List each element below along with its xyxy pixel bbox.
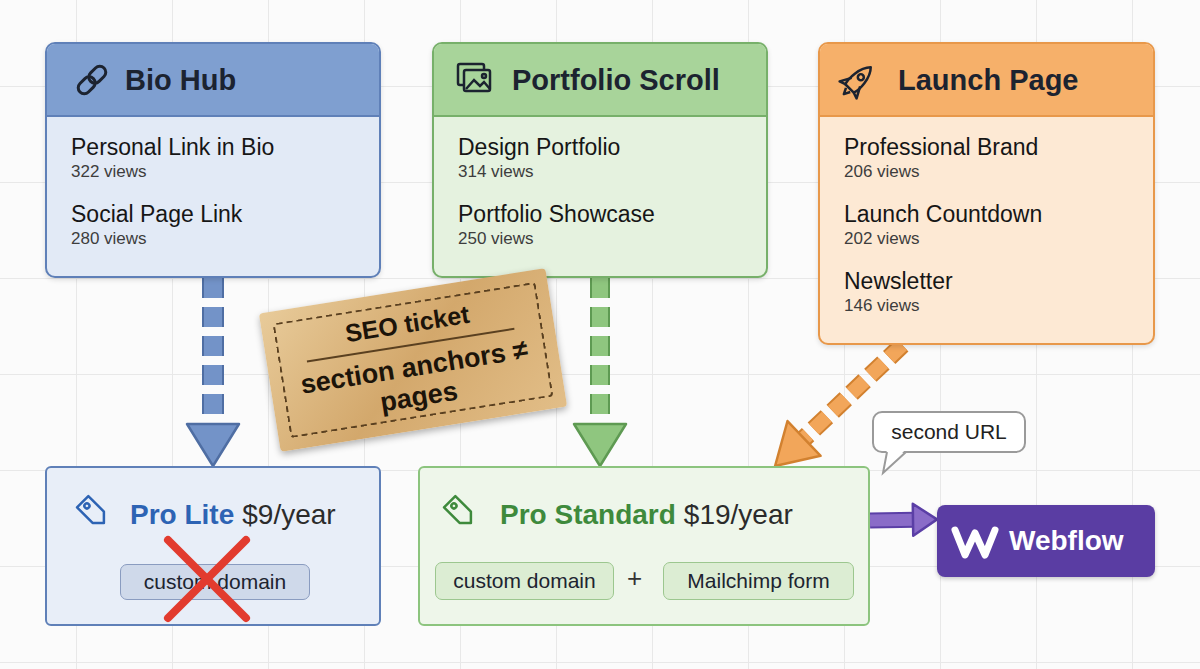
card-body: Personal Link in Bio322 viewsSocial Page… xyxy=(47,117,379,250)
arrow-shaft-outline xyxy=(590,278,610,428)
arrow-head xyxy=(187,424,239,466)
plan-heading: Pro Standard $19/year xyxy=(500,498,793,532)
plan-heading: Pro Lite $9/year xyxy=(130,498,336,532)
page-name: Personal Link in Bio xyxy=(71,133,355,161)
seo-ticket: SEO ticketsection anchors ≠ pages xyxy=(259,268,567,452)
plan-price: $9/year xyxy=(242,499,335,530)
arrow-shaft xyxy=(204,278,222,428)
arrow-shaft-outline xyxy=(870,512,915,529)
pill-text: second URL xyxy=(891,420,1007,444)
flow-arrow xyxy=(187,278,239,466)
card-title: Bio Hub xyxy=(47,44,379,117)
box-text: Webflow xyxy=(1009,525,1124,556)
view-count: 206 views xyxy=(844,161,1129,183)
card-body: Design Portfolio314 viewsPortfolio Showc… xyxy=(434,117,766,250)
page-name: Professional Brand xyxy=(844,133,1129,161)
feature-pill: custom domain xyxy=(120,564,310,600)
view-count: 250 views xyxy=(458,228,742,250)
ticket-note: section anchors ≠ pages xyxy=(293,333,539,430)
plan-price: $19/year xyxy=(684,499,793,530)
plan-box: Pro Standard $19/year custom domain Mailchi… xyxy=(418,466,870,626)
flow-arrow xyxy=(870,504,937,536)
platform-box: Webflow xyxy=(937,505,1155,577)
page-type-card: Portfolio ScrollDesign Portfolio314 view… xyxy=(432,42,768,278)
page-type-card: Bio HubPersonal Link in Bio322 viewsSoci… xyxy=(45,42,381,278)
view-count: 146 views xyxy=(844,295,1129,317)
card-body: Professional Brand206 viewsLaunch Countd… xyxy=(820,117,1153,317)
flow-arrow xyxy=(574,278,626,466)
arrow-shaft-outline xyxy=(202,278,224,428)
pill-text: Mailchimp form xyxy=(687,569,829,593)
page-type-card: Launch PageProfessional Brand206 viewsLa… xyxy=(818,42,1155,345)
page-name: Newsletter xyxy=(844,267,1129,295)
feature-pill: custom domain xyxy=(435,562,614,600)
plus-sign: + xyxy=(627,563,642,594)
feature-pill: Mailchimp form xyxy=(663,562,854,600)
callout-bubble: second URL xyxy=(872,411,1026,453)
page-name: Design Portfolio xyxy=(458,133,742,161)
view-count: 202 views xyxy=(844,228,1129,250)
plan-name: Pro Lite xyxy=(130,499,234,530)
pill-text: custom domain xyxy=(144,570,286,594)
arrow-shaft xyxy=(870,514,915,527)
view-count: 280 views xyxy=(71,228,355,250)
page-name: Social Page Link xyxy=(71,200,355,228)
page-name: Portfolio Showcase xyxy=(458,200,742,228)
plan-box: Pro Lite $9/year custom domain xyxy=(45,466,381,626)
ticket-title: SEO ticket xyxy=(343,299,471,347)
arrow-head xyxy=(574,424,626,466)
arrow-shaft xyxy=(592,278,608,428)
card-title: Launch Page xyxy=(820,44,1153,117)
card-title: Portfolio Scroll xyxy=(434,44,766,117)
view-count: 322 views xyxy=(71,161,355,183)
arrow-head xyxy=(775,421,821,466)
plan-name: Pro Standard xyxy=(500,499,676,530)
arrow-head xyxy=(913,504,937,536)
view-count: 314 views xyxy=(458,161,742,183)
pill-text: custom domain xyxy=(453,569,595,593)
page-name: Launch Countdown xyxy=(844,200,1129,228)
ticket-frame: SEO ticketsection anchors ≠ pages xyxy=(273,282,554,438)
